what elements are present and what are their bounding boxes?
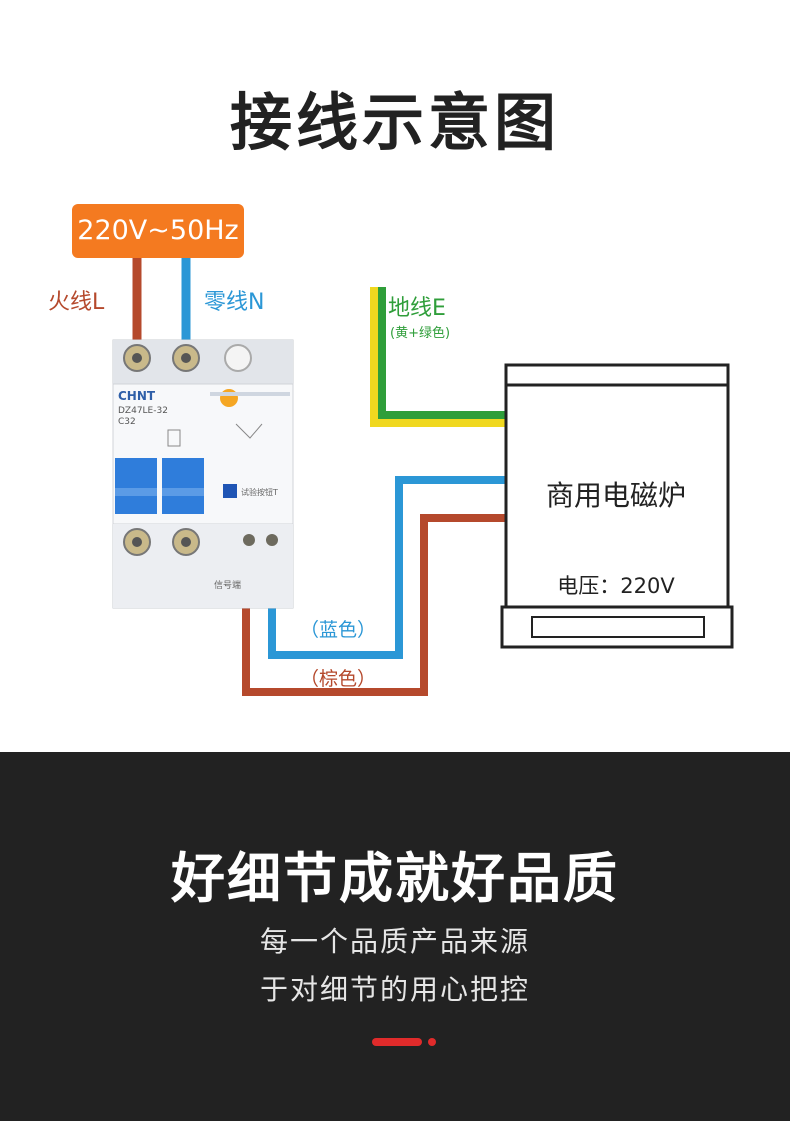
slogan-heading: 好细节成就好品质 — [171, 847, 619, 910]
earth-wire-note: (黄+绿色) — [390, 326, 451, 341]
toggle-handle-1 — [115, 458, 157, 514]
appliance-voltage: 电压：220V — [557, 574, 675, 598]
breaker-rating: C32 — [118, 417, 136, 427]
signal-terminal-2 — [266, 534, 278, 546]
supply-voltage-badge: 220V~50Hz — [72, 204, 244, 258]
live-wire-label: 火线L — [48, 290, 105, 315]
diagram-section: 接线示意图 CHNT DZ47LE-32 — [48, 86, 734, 696]
toggle-handle-2 — [162, 458, 204, 514]
induction-cooker — [500, 363, 734, 649]
live-output-wire — [242, 514, 510, 696]
earth-wire-label: 地线E — [388, 296, 446, 321]
earth-wire-green — [378, 287, 510, 419]
accent-dot — [428, 1038, 436, 1046]
accent-dash — [372, 1038, 422, 1046]
neutral-output-wire — [268, 476, 510, 659]
breaker-side-text: 信号端 — [214, 579, 241, 591]
slogan-section: 好细节成就好品质 每一个品质产品来源 于对细节的用心把控 — [0, 752, 790, 1121]
test-button — [223, 484, 237, 498]
top-terminal-3 — [224, 344, 252, 372]
brown-wire-label: （棕色） — [300, 668, 377, 690]
breaker-model: DZ47LE-32 — [118, 406, 168, 416]
wiring-diagram: CHNT DZ47LE-32 C32 试验按钮T — [112, 258, 734, 696]
test-button-label: 试验按钮T — [241, 487, 278, 497]
circuit-breaker: CHNT DZ47LE-32 C32 试验按钮T — [112, 339, 294, 609]
indicator-icon — [220, 389, 238, 407]
appliance-name: 商用电磁炉 — [545, 479, 686, 512]
subtitle-line-1: 每一个品质产品来源 — [259, 925, 530, 958]
blue-wire-label: （蓝色） — [300, 619, 377, 641]
signal-terminal-1 — [243, 534, 255, 546]
earth-wire-yellow — [370, 287, 510, 427]
breaker-brand: CHNT — [118, 389, 156, 403]
page-title: 接线示意图 — [229, 86, 560, 159]
neutral-wire-label: 零线N — [204, 290, 265, 315]
subtitle-line-2: 于对细节的用心把控 — [259, 973, 530, 1006]
